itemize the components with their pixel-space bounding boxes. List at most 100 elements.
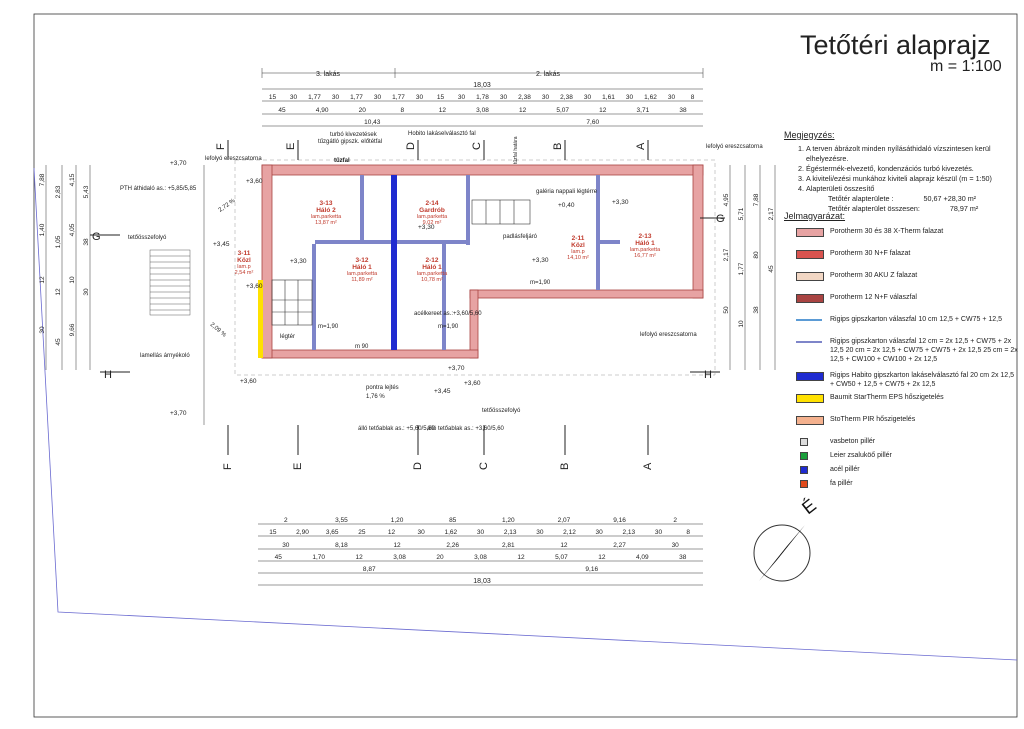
top-dim-value: 1,78 — [476, 94, 489, 101]
legend-label: Porotherm 12 N+F válaszfal — [830, 294, 917, 301]
top-dim-value: 4,90 — [316, 107, 329, 114]
section-C-top: C — [471, 142, 483, 150]
legend-item: Porotherm 30 és 38 X-Therm falazat — [780, 227, 1020, 249]
bottom-dim-value: 85 — [449, 517, 457, 524]
legend-item: fa pillér — [780, 479, 1020, 493]
bottom-dim-value: 9,16 — [585, 566, 598, 573]
top-dim-value: 30 — [584, 94, 592, 101]
top-dim-value: 30 — [542, 94, 550, 101]
area-row-1: Tetőtér alapterülete :50,67 +28,30 m² — [828, 194, 1016, 204]
left-dimensions — [45, 165, 205, 425]
annot-gypsum: tűzgátló gipszk. előtétfal — [318, 139, 382, 145]
note-item: Égéstermék-elvezető, kondenzációs turbó … — [806, 164, 1016, 174]
annot-pontra: pontra lejtés — [366, 385, 399, 391]
section-E-top: E — [285, 143, 297, 150]
bottom-overall-dim: 18,03 — [473, 578, 491, 585]
legend-label: fa pillér — [830, 480, 853, 487]
bottom-dim-value: 30 — [596, 529, 604, 536]
bottom-dim-value: 1,70 — [312, 554, 325, 561]
top-dimensions — [261, 68, 704, 127]
top-dim-value: 30 — [332, 94, 340, 101]
bottom-dim-value: 2,13 — [623, 529, 636, 536]
section-lines — [90, 140, 725, 455]
annot-tetoosszefolyo-bottom: tetőösszefolyó — [482, 408, 521, 414]
room-code: 2-13 — [638, 233, 651, 240]
area2-label: Tetőtér alapterület összesen: — [828, 204, 920, 213]
legend-label: acél pillér — [830, 466, 860, 473]
notes-list: A terven ábrázolt minden nyílásáthidaló … — [780, 144, 1016, 194]
top-dim-value: 2,38 — [560, 94, 573, 101]
legend-item: Porotherm 30 AKU Z falazat — [780, 271, 1020, 293]
lamella-shading — [149, 249, 191, 316]
room-area: 13,87 m² — [315, 220, 337, 226]
bottom-dim-value: 1,20 — [391, 517, 404, 524]
annot-m190a: m=1,90 — [318, 324, 339, 330]
unit2-label: 2. lakás — [536, 71, 561, 78]
room-code: 2-11 — [572, 235, 585, 242]
top-dim-value: 10,43 — [364, 119, 381, 126]
room-finish: lam.parketta — [311, 214, 342, 220]
room-name: Háló 1 — [422, 264, 442, 271]
bottom-dim-value: 12 — [598, 554, 606, 561]
room-name: Közl — [571, 242, 585, 249]
bottom-dim-value: 8,18 — [335, 542, 348, 549]
legend-item: vasbeton pillér — [780, 437, 1020, 451]
legend-label: Rigips gipszkarton válaszfal 10 cm 12,5 … — [830, 316, 1002, 323]
left-dim-value: 4,05 — [69, 223, 76, 236]
bottom-dim-value: 38 — [679, 554, 687, 561]
room-area: 14,10 m² — [567, 255, 589, 261]
annot-lejtes1: 1,76 % — [366, 394, 385, 400]
top-dim-value: 12 — [599, 107, 607, 114]
room-code: 2-14 — [425, 200, 438, 207]
level-mark: +3,70 — [448, 365, 465, 372]
bottom-dim-value: 45 — [275, 554, 283, 561]
left-dim-value: 30 — [39, 326, 46, 334]
left-dim-value: 12 — [55, 288, 62, 296]
legend-item: acél pillér — [780, 465, 1020, 479]
top-dim-value: 30 — [626, 94, 634, 101]
bottom-dim-value: 30 — [536, 529, 544, 536]
top-dim-value: 30 — [500, 94, 508, 101]
room-finish: lam.parketta — [630, 247, 661, 253]
top-dim-value: 8 — [691, 94, 695, 101]
level-mark: +3,30 — [418, 224, 435, 231]
room-area: 10,78 m² — [421, 277, 443, 283]
bottom-dim-value: 2,13 — [504, 529, 517, 536]
top-dim-value: 1,61 — [602, 94, 615, 101]
level-mark: +3,45 — [213, 241, 230, 248]
top-dim-value: 1,77 — [350, 94, 363, 101]
bottom-dim-value: 30 — [655, 529, 663, 536]
drawing-title: Tetőtéri alaprajz — [800, 30, 991, 60]
legend-item: Porotherm 12 N+F válaszfal — [780, 293, 1020, 315]
legend-label: StoTherm PIR hőszigetelés — [830, 416, 916, 423]
room-name: Gardrób — [419, 207, 445, 214]
legend-swatch — [796, 294, 824, 303]
legend-swatch — [800, 438, 808, 446]
bottom-dim-value: 8 — [686, 529, 690, 536]
legend-swatch — [800, 466, 808, 474]
stair-right — [471, 199, 531, 225]
bottom-dim-value: 5,07 — [555, 554, 568, 561]
section-B-bottom: B — [559, 463, 571, 470]
top-dim-value: 12 — [519, 107, 527, 114]
top-dim-value: 30 — [374, 94, 382, 101]
bottom-dim-value: 12 — [393, 542, 401, 549]
level-mark: +3,70 — [170, 410, 187, 417]
section-F-top: F — [215, 143, 227, 150]
bottom-dim-value: 3,08 — [393, 554, 406, 561]
right-dim-value: 10 — [738, 320, 745, 328]
annot-lejtes2: 2,72 % — [218, 198, 237, 214]
bottom-dim-value: 4,09 — [636, 554, 649, 561]
bottom-dim-value: 3,65 — [326, 529, 339, 536]
annot-hobito: Hobito lakáselválasztó fal — [408, 131, 476, 137]
room-code: 3-11 — [238, 250, 251, 257]
bottom-dim-value: 1,20 — [502, 517, 515, 524]
top-dim-value: 5,07 — [556, 107, 569, 114]
legend-swatch — [796, 372, 824, 381]
top-dim-value: 30 — [416, 94, 424, 101]
